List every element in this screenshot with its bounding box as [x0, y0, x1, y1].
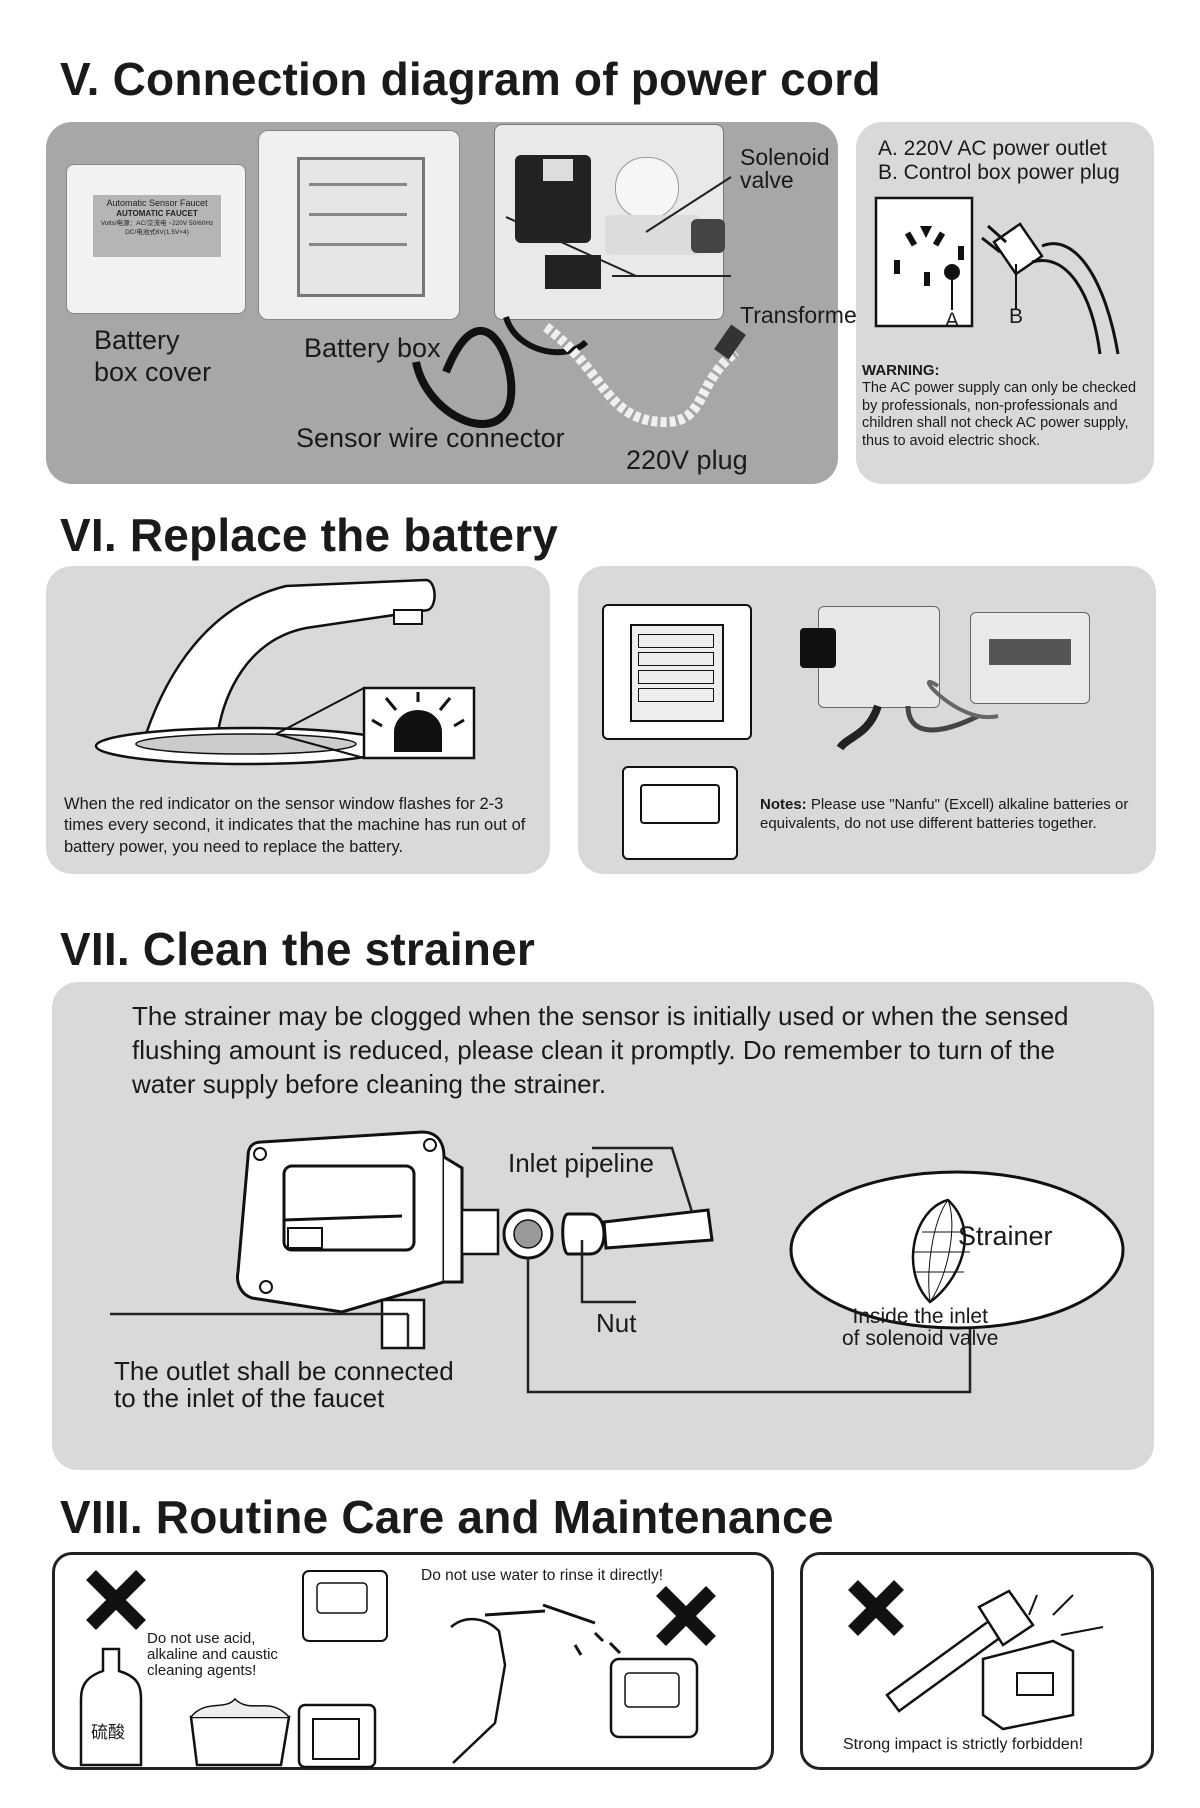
faucet-indicator-illustration	[94, 578, 476, 766]
impact-illustration	[848, 1580, 1104, 1731]
section6-heading: VI. Replace the battery	[60, 509, 558, 561]
battery-box-open-diagram	[602, 604, 752, 740]
cleaning-illustration	[79, 1570, 716, 1769]
power-plug-photo	[836, 679, 999, 751]
section8-heading: VIII. Routine Care and Maintenance	[60, 1491, 834, 1543]
section7-heading: VII. Clean the strainer	[60, 923, 535, 975]
no-acid-text: Do not use acid, alkaline and caustic cl…	[147, 1630, 278, 1679]
strainer-intro: The strainer may be clogged when the sen…	[132, 1001, 1069, 1099]
outlet-a-line: A. 220V AC power outlet	[878, 137, 1107, 160]
label-220v-plug: 220V plug	[626, 445, 748, 475]
indicator-text: When the red indicator on the sensor win…	[64, 795, 526, 856]
notes-label: Notes:	[760, 796, 807, 813]
solenoid-valve-image	[615, 157, 679, 219]
battery-notes: Notes: Please use "Nanfu" (Excell) alkal…	[760, 796, 1152, 834]
cables-illustration	[412, 176, 746, 428]
nameplate-line3: Volts/电源：AC/交流电 ~220V 50/60Hz	[100, 219, 214, 227]
strainer-diagram	[110, 1130, 1125, 1394]
label-sensor-wire-connector: Sensor wire connector	[296, 423, 565, 453]
label-transformer: Transformer	[740, 302, 865, 328]
nameplate-line4: DC/电池式6V(1.5V×4)	[125, 228, 189, 236]
battery-box-cover-image: Automatic Sensor Faucet AUTOMATIC FAUCET…	[66, 164, 246, 314]
bottle-label: 硫酸	[91, 1723, 125, 1742]
battery-cover-photo	[970, 612, 1090, 704]
warning-text: The AC power supply can only be checked …	[862, 380, 1137, 450]
outlet-label-b: B	[1009, 305, 1024, 328]
indicator-panel: When the red indicator on the sensor win…	[46, 566, 550, 874]
impact-warning-panel: Strong impact is strictly forbidden!	[800, 1552, 1154, 1770]
notes-text: Please use "Nanfu" (Excell) alkaline bat…	[760, 796, 1129, 832]
nameplate-line1: Automatic Sensor Faucet	[106, 198, 208, 208]
battery-box-image	[258, 130, 460, 320]
strainer-panel: The strainer may be clogged when the sen…	[52, 982, 1154, 1470]
outlet-warning-panel: A. 220V AC power outlet B. Control box p…	[856, 122, 1154, 484]
label-nut: Nut	[596, 1308, 637, 1338]
section5-heading: V. Connection diagram of power cord	[60, 53, 881, 105]
power-cord-photo-panel: Automatic Sensor Faucet AUTOMATIC FAUCET…	[46, 122, 864, 484]
label-battery-box: Battery box	[304, 333, 441, 363]
label-outlet: The outlet shall be connected to the inl…	[114, 1356, 454, 1413]
cover-nameplate: Automatic Sensor Faucet AUTOMATIC FAUCET…	[93, 195, 221, 257]
no-impact-text: Strong impact is strictly forbidden!	[843, 1736, 1084, 1753]
label-battery-box-cover: Battery box cover	[94, 325, 212, 388]
no-water-text: Do not use water to rinse it directly!	[421, 1567, 664, 1584]
nameplate-line2: AUTOMATIC FAUCET	[116, 209, 198, 219]
control-box-image	[494, 124, 725, 320]
label-inside-inlet: Inside the inlet of solenoid valve	[842, 1305, 999, 1351]
outlet-plug-illustration	[874, 196, 1120, 355]
label-inlet-pipeline: Inlet pipeline	[508, 1148, 654, 1178]
battery-cover-diagram	[622, 766, 738, 860]
warning-title: WARNING:	[862, 362, 940, 379]
control-box-photo	[818, 606, 940, 708]
battery-replace-panel: Notes: Please use "Nanfu" (Excell) alkal…	[578, 566, 1156, 874]
label-solenoid-valve: Solenoid valve	[740, 144, 830, 193]
label-strainer: Strainer	[958, 1221, 1053, 1251]
outlet-b-line: B. Control box power plug	[878, 161, 1120, 184]
outlet-label-a: A	[945, 309, 960, 332]
cleaning-warning-panel: Do not use water to rinse it directly! D…	[52, 1552, 774, 1770]
